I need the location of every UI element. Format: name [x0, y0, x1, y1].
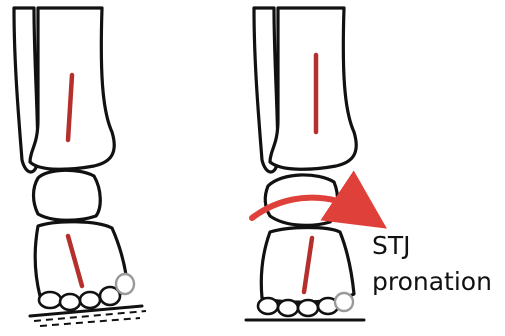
annotation-line-2: pronation [372, 267, 492, 296]
annotation-line-1: STJ [372, 231, 411, 260]
pronated-foot [246, 8, 364, 320]
neutral-foot [14, 8, 146, 326]
left-talus [34, 170, 101, 220]
right-tibia [270, 8, 356, 169]
left-ground-hatch-2 [40, 318, 140, 326]
